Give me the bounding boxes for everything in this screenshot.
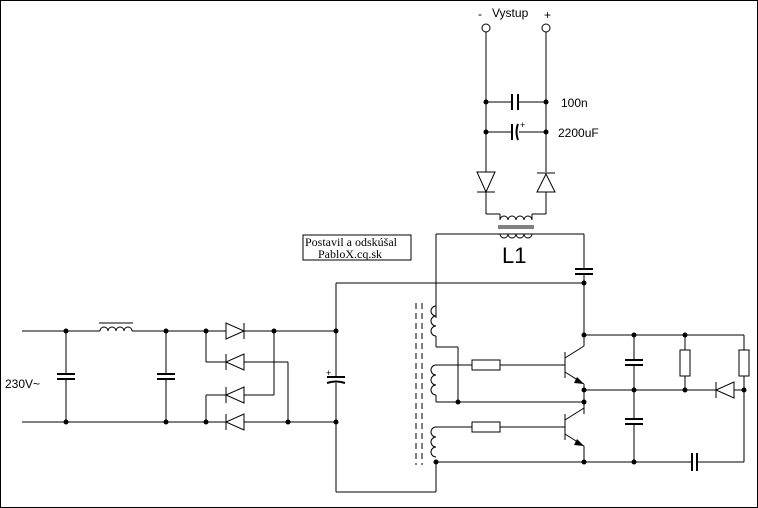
capacitor-100n-label: 100n	[561, 96, 588, 110]
bridge-diode-4	[224, 413, 245, 431]
output-diode-left	[476, 171, 496, 194]
credit-line-1: Postavil a odskúšal	[305, 235, 398, 249]
driver-transformer	[415, 303, 584, 465]
mains-choke	[99, 322, 133, 332]
base-resistor-upper	[471, 359, 501, 371]
output-plus-terminal	[541, 23, 551, 33]
capacitor-2200uf-plus: +	[520, 120, 525, 130]
capacitor-100n	[486, 94, 546, 110]
base-resistor-lower	[471, 421, 501, 433]
inductor-label: L1	[502, 243, 526, 268]
capacitor-l1	[575, 268, 593, 275]
output-section: - Vystup + 100n + 2200uF	[476, 6, 599, 239]
starter-network	[584, 332, 750, 471]
output-plus-label: +	[544, 8, 551, 22]
bridge-diode-2	[224, 353, 245, 371]
bias-resistor-right	[738, 349, 750, 377]
bulk-cap-plus: +	[326, 368, 331, 378]
capacitor-2200uf: +	[486, 120, 546, 141]
bridge-diode-3	[224, 386, 245, 404]
mains-label: 230V~	[5, 377, 40, 391]
trigger-diode	[714, 381, 735, 399]
bridge-diode-1	[225, 322, 246, 340]
transistor-upper	[564, 345, 585, 385]
output-minus-label: -	[478, 7, 482, 21]
bias-resistor-left	[679, 349, 691, 377]
bridge-rectifier	[203, 322, 336, 431]
output-title: Vystup	[492, 6, 529, 20]
capacitor-2200uf-label: 2200uF	[558, 126, 599, 140]
credit-box: Postavil a odskúšal PabloX.cq.sk	[302, 234, 412, 261]
transistor-lower	[564, 407, 585, 447]
output-minus-terminal	[481, 23, 491, 33]
output-diode-right	[536, 172, 556, 193]
input-section: 230V~	[5, 280, 587, 493]
credit-line-2: PabloX.cq.sk	[318, 247, 382, 261]
